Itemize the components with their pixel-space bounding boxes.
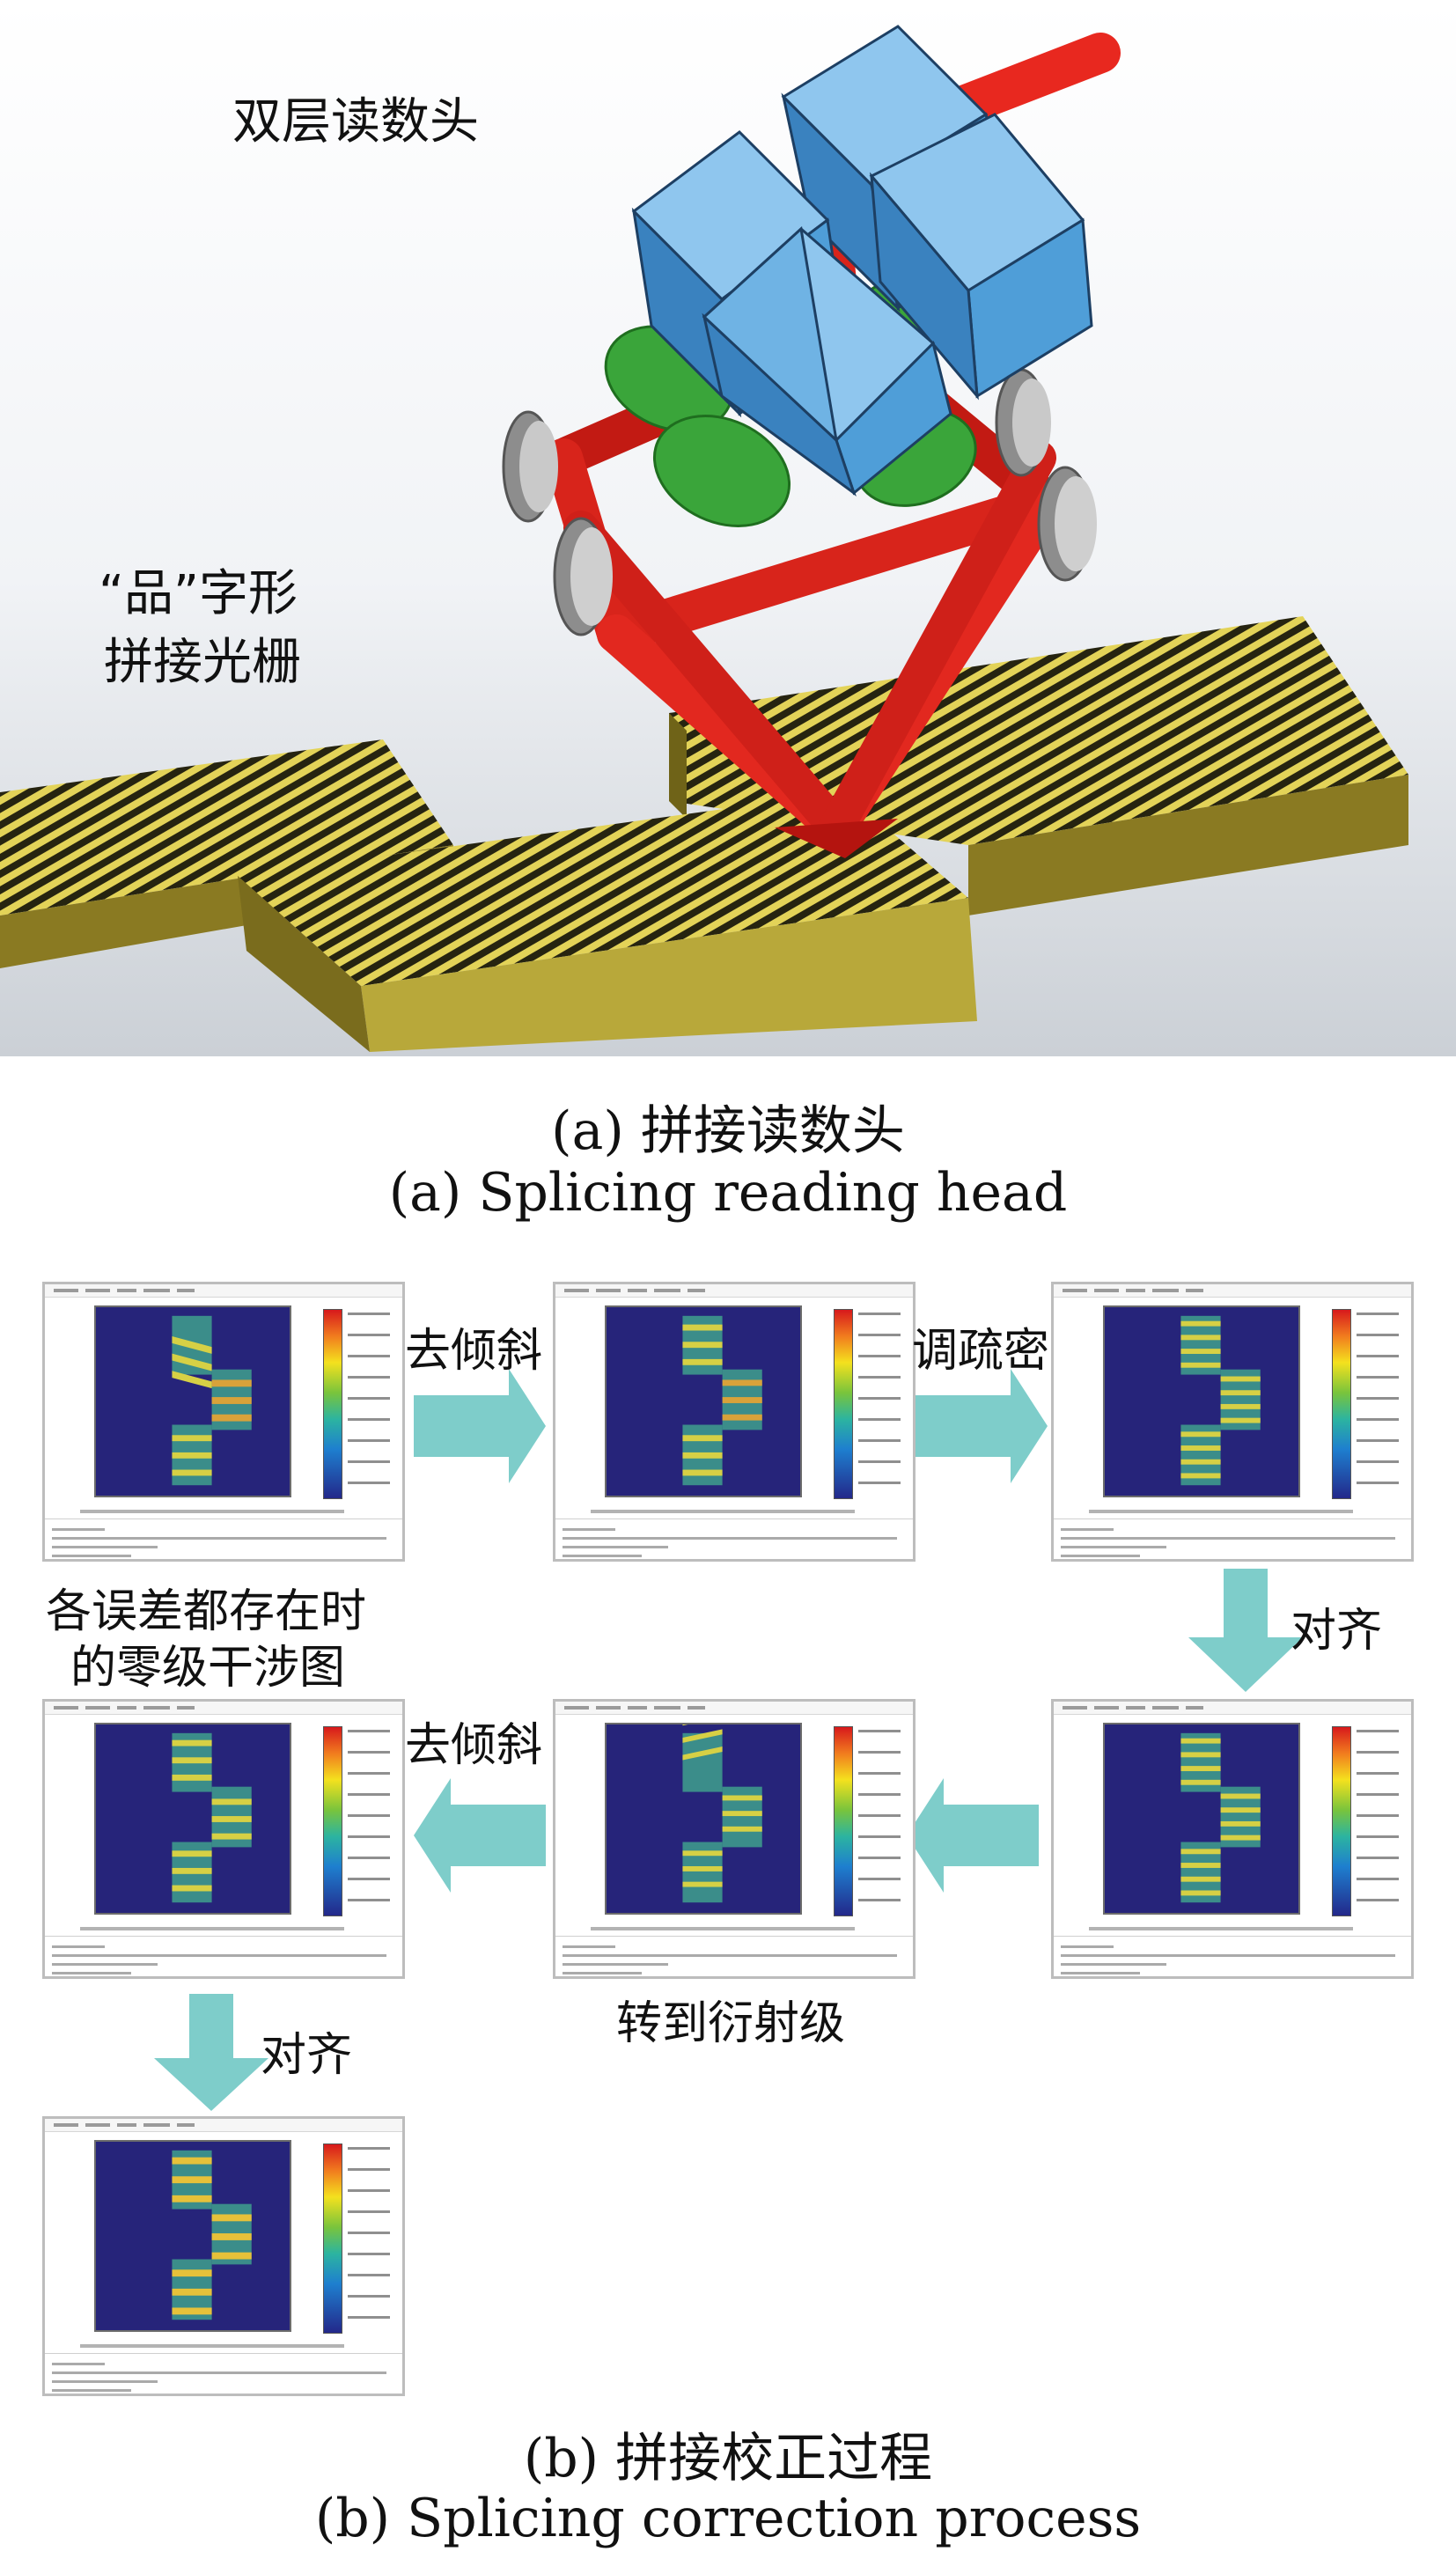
interferogram-plot: [605, 1305, 802, 1497]
interferogram-tilt-removed: [553, 1282, 916, 1562]
reading-head-cubes: [631, 25, 1093, 496]
caption-a-cn: (a) 拼接读数头: [551, 1100, 905, 1162]
interferogram-plot: [94, 2140, 291, 2332]
caption-a-en: (a) Splicing reading head: [388, 1162, 1068, 1224]
reading-head-illustration: [0, 0, 1456, 1056]
step-label-align-2: 对齐: [261, 2029, 353, 2082]
step-label-initial-line2: 的零级干涉图: [70, 1642, 346, 1695]
interferogram-final: [42, 2116, 405, 2396]
step-label-remove-tilt-1: 去倾斜: [405, 1325, 543, 1378]
reading-head-rendering: 双层读数头 “品”字形 拼接光栅: [0, 0, 1456, 1056]
caption-b-en: (b) Splicing correction process: [314, 2488, 1142, 2549]
arrow-down-1: [1188, 1569, 1303, 1692]
grating-label-line2: 拼接光栅: [104, 634, 301, 691]
interferogram-plot: [94, 1305, 291, 1497]
arrow-right-1: [414, 1369, 546, 1483]
interferogram-plot: [1103, 1305, 1300, 1497]
interferogram-density-adjusted: [1051, 1282, 1414, 1562]
interferogram-diffraction-order: [553, 1699, 916, 1979]
arrow-down-2: [154, 1994, 268, 2111]
step-label-diffraction-order: 转到衍射级: [616, 1997, 846, 2050]
interferogram-plot: [94, 1723, 291, 1915]
grating-label-line1: “品”字形: [99, 565, 298, 622]
step-label-remove-tilt-2: 去倾斜: [405, 1719, 543, 1772]
arrow-right-2: [916, 1369, 1048, 1483]
interferogram-aligned: [1051, 1699, 1414, 1979]
wheels: [502, 368, 1097, 636]
interferogram-tilt-removed-2: [42, 1699, 405, 1979]
interferogram-plot: [605, 1723, 802, 1915]
interferogram-initial: [42, 1282, 405, 1562]
caption-b-cn: (b) 拼接校正过程: [523, 2428, 933, 2489]
step-label-adjust-density: 调疏密: [912, 1325, 1050, 1378]
grating-bar-center: [238, 792, 977, 1052]
step-label-align-1: 对齐: [1291, 1605, 1383, 1658]
arrow-left-2: [414, 1778, 546, 1893]
arrow-left-1: [907, 1778, 1039, 1893]
step-label-initial-line1: 各误差都存在时: [46, 1585, 367, 1638]
reading-head-label: 双层读数头: [232, 93, 479, 151]
interferogram-plot: [1103, 1723, 1300, 1915]
